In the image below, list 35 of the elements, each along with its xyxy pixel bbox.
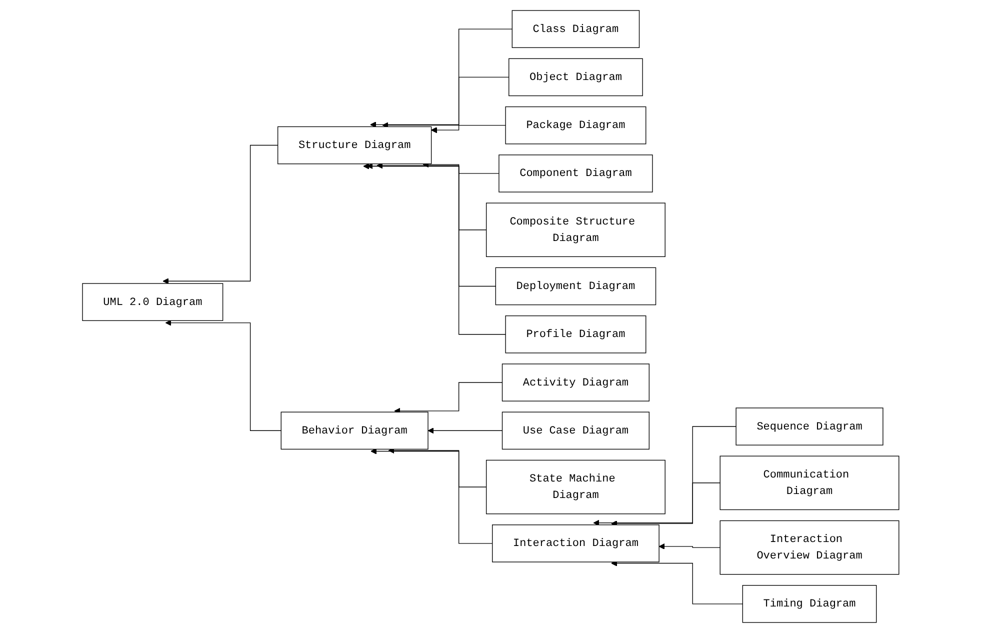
arrow bbox=[362, 163, 506, 335]
arrow bbox=[610, 560, 743, 604]
node-box: State Machine Diagram bbox=[486, 460, 666, 514]
arrow bbox=[366, 163, 496, 287]
node-box: Deployment Diagram bbox=[495, 267, 656, 306]
arrow bbox=[430, 125, 506, 134]
arrow bbox=[394, 382, 502, 414]
arrow bbox=[593, 426, 736, 526]
node-box: Component Diagram bbox=[498, 154, 653, 192]
arrow bbox=[382, 76, 510, 128]
node-box: Sequence Diagram bbox=[736, 408, 884, 446]
node-box: UML 2.0 Diagram bbox=[82, 283, 223, 321]
node-box: Object Diagram bbox=[508, 58, 643, 96]
arrow bbox=[376, 162, 486, 230]
node-box: Profile Diagram bbox=[505, 315, 646, 354]
node-box: Class Diagram bbox=[512, 10, 640, 48]
node-box: Interaction Diagram bbox=[492, 524, 660, 562]
node-box: Communication Diagram bbox=[720, 456, 900, 510]
arrow bbox=[388, 447, 486, 488]
node-box: Composite Structure Diagram bbox=[486, 202, 666, 258]
arrow bbox=[162, 144, 278, 284]
arrow bbox=[658, 543, 720, 550]
node-box: Timing Diagram bbox=[742, 585, 876, 623]
node-box: Activity Diagram bbox=[502, 364, 650, 402]
arrow bbox=[422, 162, 500, 174]
node-box: Package Diagram bbox=[505, 106, 646, 144]
node-box: Use Case Diagram bbox=[502, 412, 650, 450]
arrow bbox=[165, 320, 282, 431]
node-box: Structure Diagram bbox=[277, 126, 432, 164]
arrow bbox=[428, 428, 502, 434]
node-box: Behavior Diagram bbox=[280, 412, 428, 450]
arrow bbox=[370, 28, 512, 128]
arrow bbox=[370, 448, 492, 544]
node-box: Interaction Overview Diagram bbox=[720, 520, 900, 575]
arrow bbox=[610, 482, 720, 527]
